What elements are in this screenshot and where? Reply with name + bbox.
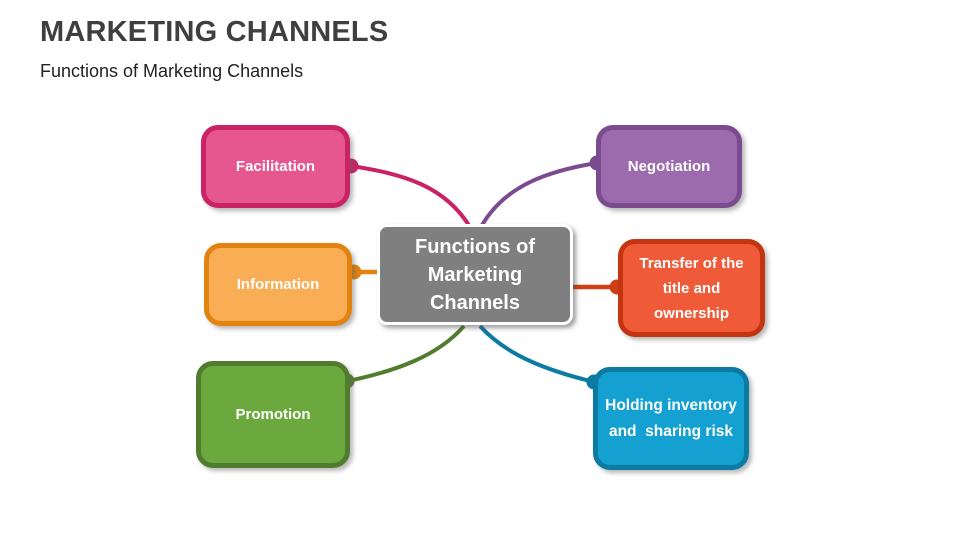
page-title: MARKETING CHANNELS [40, 16, 389, 48]
node-center-label: Functions of Marketing Channels [415, 235, 535, 314]
connector-facilitation [350, 164, 472, 229]
connector-promotion [347, 324, 466, 383]
node-transfer: Transfer of the title and ownership [618, 239, 765, 337]
node-information: Information [204, 243, 352, 326]
node-information-label: Information [236, 276, 320, 293]
node-facilitation: Facilitation [201, 125, 350, 208]
page-subtitle: Functions of Marketing Channels [40, 61, 304, 81]
node-holding-label: Holding inventory and sharing risk [605, 396, 737, 440]
node-negotiation-label: Negotiation [627, 158, 711, 175]
node-facilitation-label: Facilitation [235, 158, 316, 175]
connector-negotiation [479, 161, 598, 228]
connector-holding [478, 324, 595, 384]
node-transfer-label: Transfer of the title and ownership [639, 254, 744, 322]
node-promotion-label: Promotion [235, 406, 311, 423]
node-center: Functions of Marketing Channels [377, 224, 573, 325]
node-holding: Holding inventory and sharing risk [593, 367, 749, 470]
node-negotiation: Negotiation [596, 125, 742, 208]
node-promotion: Promotion [196, 361, 350, 468]
